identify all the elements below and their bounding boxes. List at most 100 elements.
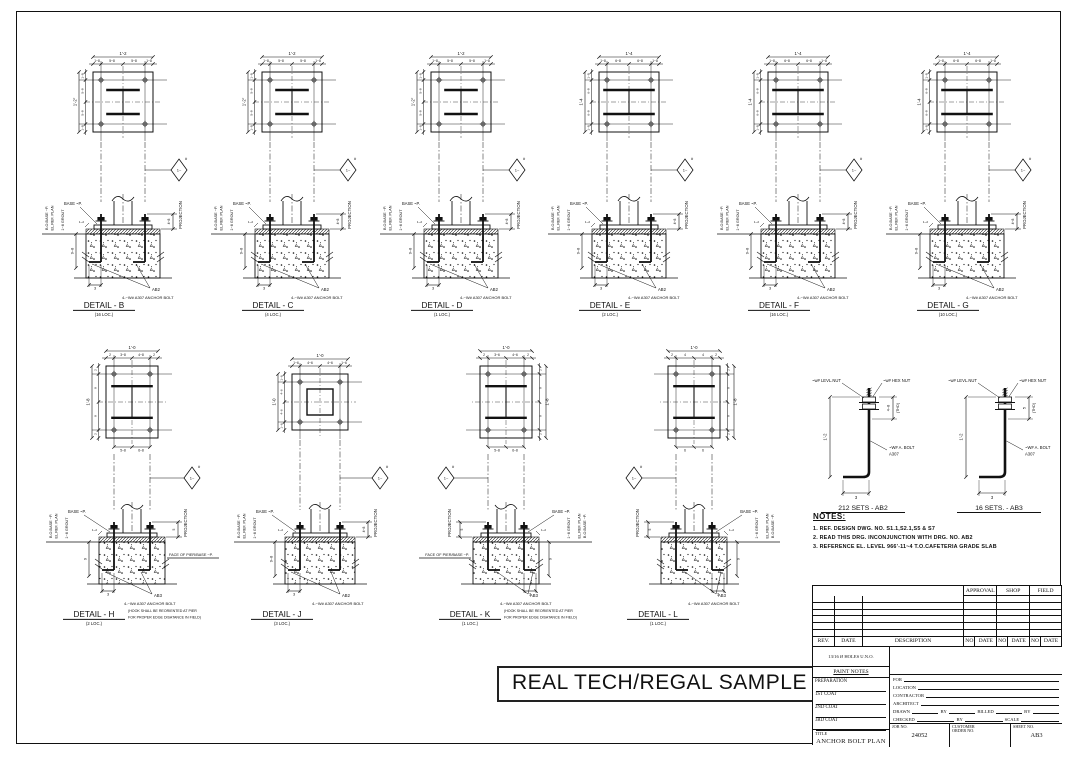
plan-seg-dim: 5~8 xyxy=(249,110,253,116)
face-of-pier-label: FACE OF PIER/BASE ~P. xyxy=(169,553,213,557)
el-ref-label: EL.REF. PLAN xyxy=(219,205,223,230)
detail-loc-count: (1 LOC.) xyxy=(434,312,451,317)
grout-dim: 1~2 xyxy=(923,220,928,224)
plan-width-dim: 1'-0 xyxy=(316,353,324,358)
plan-seg-dim: 4~6 xyxy=(280,389,284,395)
hook-dim: 3 xyxy=(769,287,771,291)
base-plate-label: BASE ~P. xyxy=(402,201,420,206)
projection-label: PROJECTION xyxy=(447,509,452,537)
projection-label: PROJECTION xyxy=(635,509,640,537)
no-header: NO xyxy=(1030,636,1042,647)
date-header: DATE xyxy=(975,636,998,647)
detail-loc-count: (1 LOC.) xyxy=(650,621,667,626)
bolt-mark-label: AB2 xyxy=(152,287,161,292)
approval-header: APPROVAL xyxy=(964,586,998,596)
plan-seg-dim: 2 xyxy=(726,433,730,435)
projection-dim: 4~8 xyxy=(362,527,366,533)
plan-seg-dim: 5~8 xyxy=(447,59,453,63)
plan-seg-dim: 5~8 xyxy=(278,59,284,63)
revision-row xyxy=(813,596,1063,603)
plan-seg-dim: 5~8 xyxy=(131,59,137,63)
plan-seg-dim: 2 xyxy=(109,353,111,357)
anchor-bolt-note: 4-~W# A307 ANCHOR BOLT xyxy=(460,295,512,300)
anchor-bolt-note: 4-~W# A307 ANCHOR BOLT xyxy=(500,601,552,606)
paint-notes-panel: 13/16 Ø HOLES U.N.O. PAINT NOTES PREPARA… xyxy=(813,646,890,747)
plan-width-dim: 1'-2 xyxy=(119,51,127,56)
anchor-bolt-note: 4-~W# A307 ANCHOR BOLT xyxy=(688,601,740,606)
plan-seg-dim: 5~8 xyxy=(109,59,115,63)
plan-width-dim: 1'-2 xyxy=(457,51,465,56)
plan-seg-dim: 1~8 xyxy=(925,125,929,131)
projection-dim: 4~8 xyxy=(336,219,340,225)
paint-row: 1ST COAT xyxy=(813,691,889,706)
grout-label: 1~8 GROUT xyxy=(65,517,69,539)
projection-dim: 4~8 xyxy=(674,219,678,225)
hook-dim: 3 xyxy=(293,593,295,597)
detail-loc-count: (1 LOC.) xyxy=(462,621,479,626)
el-ref-label: EL.REF. PLAN xyxy=(388,205,392,230)
drawn-row: DRAWN BY BILLED BY xyxy=(890,707,1062,715)
el-ref-label: EL.REF. PLAN xyxy=(726,205,730,230)
plan-seg-dim: 1~6 xyxy=(280,375,284,381)
plan-seg-dim: 6~8 xyxy=(925,110,929,116)
grout-dim: 1~2 xyxy=(541,528,546,532)
bo-base-label: B.O.BASE ~P. xyxy=(383,206,387,230)
plan-seg-dim: 6~8 xyxy=(616,59,622,63)
plan-seg-dim: 4 xyxy=(702,353,704,357)
drawing-title-box: TITLE ANCHOR BOLT PLAN xyxy=(813,728,889,747)
bolt-dia-marker: 1~ xyxy=(683,168,688,173)
thread-note: (THD) xyxy=(896,402,900,413)
projection-dim: 4~8 xyxy=(1011,219,1015,225)
thread-length-dim: 4~8 xyxy=(887,405,891,411)
plan-seg-dim: 1~6 xyxy=(293,361,299,365)
plan-seg-dim: 2 xyxy=(671,353,673,357)
plan-seg-dim: 8 xyxy=(538,387,542,389)
no-header: NO xyxy=(997,636,1009,647)
plan-seg-dim: 1~8 xyxy=(81,125,85,131)
plan-height-dim: 1'-8 xyxy=(733,398,738,406)
projection-label: PROJECTION xyxy=(178,201,183,229)
bolt-dia-marker: # xyxy=(198,465,201,469)
anchor-bolt-note: 4-~W# A307 ANCHOR BOLT xyxy=(312,601,364,606)
plan-seg-dim: 6~8 xyxy=(638,59,644,63)
date-header: DATE xyxy=(1008,636,1031,647)
base-plate-label: BASE ~P. xyxy=(552,509,570,514)
projection-dim: 4~8 xyxy=(505,219,509,225)
bolt-dia-marker: 1~ xyxy=(190,476,195,481)
plan-seg-dim: 1~8 xyxy=(587,73,591,79)
grout-dim: 1~2 xyxy=(248,220,253,224)
leveling-nut-label: ~w# LEVL.NUT xyxy=(948,378,977,383)
projection-label: PROJECTION xyxy=(516,201,521,229)
plan-seg-dim: 6~8 xyxy=(975,59,981,63)
hex-nut-label: ~w# HEX NUT xyxy=(883,378,911,383)
sheet-number-cell: SHEET NO. AB3 xyxy=(1011,724,1062,747)
embed-dim: 9~8 xyxy=(577,248,581,254)
grout-label: 1~8 GROUT xyxy=(755,517,759,539)
plan-seg-dim: 1~8 xyxy=(938,59,944,63)
projection-dim: 5 xyxy=(172,528,176,530)
plan-seg-dim: 3~8 xyxy=(120,353,126,357)
plan-seg-dim: 1~8 xyxy=(81,73,85,79)
sheet-number: AB3 xyxy=(1030,732,1043,740)
anchor-bolt-note: 4-~W# A307 ANCHOR BOLT xyxy=(291,295,343,300)
bolt-dia-marker: 1~ xyxy=(1021,168,1026,173)
revision-row xyxy=(813,623,1063,630)
grout-label: 1~8 GROUT xyxy=(736,209,740,231)
paint-row: 2ND COAT xyxy=(813,703,889,718)
plan-seg-dim: 1~8 xyxy=(94,59,100,63)
anchor-bolt-spec: A307 xyxy=(889,452,899,457)
note-item: 3. REFERENCE EL. LEVEL 966'-11~4 T.O.CAF… xyxy=(813,544,997,550)
detail-title: DETAIL - L xyxy=(638,610,678,619)
anchor-bolt-note: 4-~W# A307 ANCHOR BOLT xyxy=(797,295,849,300)
bolt-mark-label: AB3 xyxy=(530,593,539,598)
